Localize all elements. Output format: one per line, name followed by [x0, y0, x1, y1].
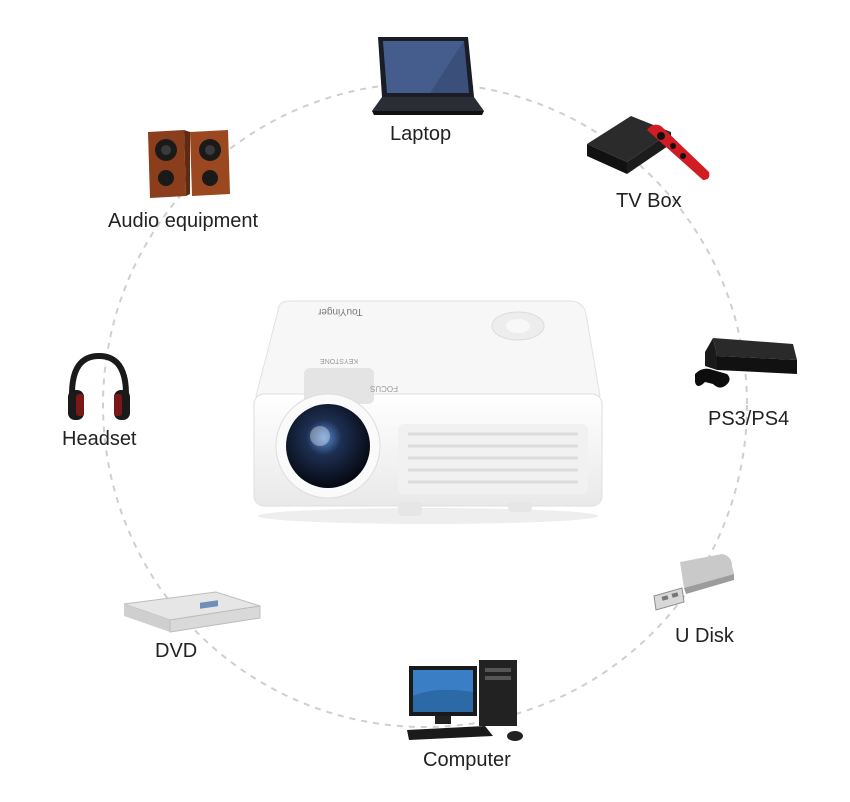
- projector-top-text: KEYSTONE: [320, 357, 358, 364]
- label-audio-equipment: Audio equipment: [108, 210, 259, 232]
- desktop-computer-icon: [407, 660, 523, 741]
- label-headset: Headset: [62, 428, 137, 450]
- label-ps: PS3/PS4: [708, 408, 790, 430]
- label-tv-box: TV Box: [616, 190, 682, 212]
- speakers-icon: [148, 130, 230, 198]
- usb-drive-icon: [653, 554, 734, 611]
- headphones-icon: [68, 352, 130, 420]
- projector-icon: [253, 300, 603, 524]
- dvd-player-icon: [123, 591, 261, 633]
- projector-brand: TouYinger: [318, 306, 363, 317]
- label-dvd: DVD: [155, 640, 198, 662]
- game-console-icon: [695, 338, 797, 388]
- tv-box-icon: [587, 116, 710, 180]
- laptop-icon: [372, 37, 484, 115]
- projector-side-text: FOCUS: [370, 384, 398, 393]
- label-computer: Computer: [423, 749, 511, 771]
- label-u-disk: U Disk: [675, 625, 734, 647]
- label-laptop: Laptop: [390, 123, 452, 145]
